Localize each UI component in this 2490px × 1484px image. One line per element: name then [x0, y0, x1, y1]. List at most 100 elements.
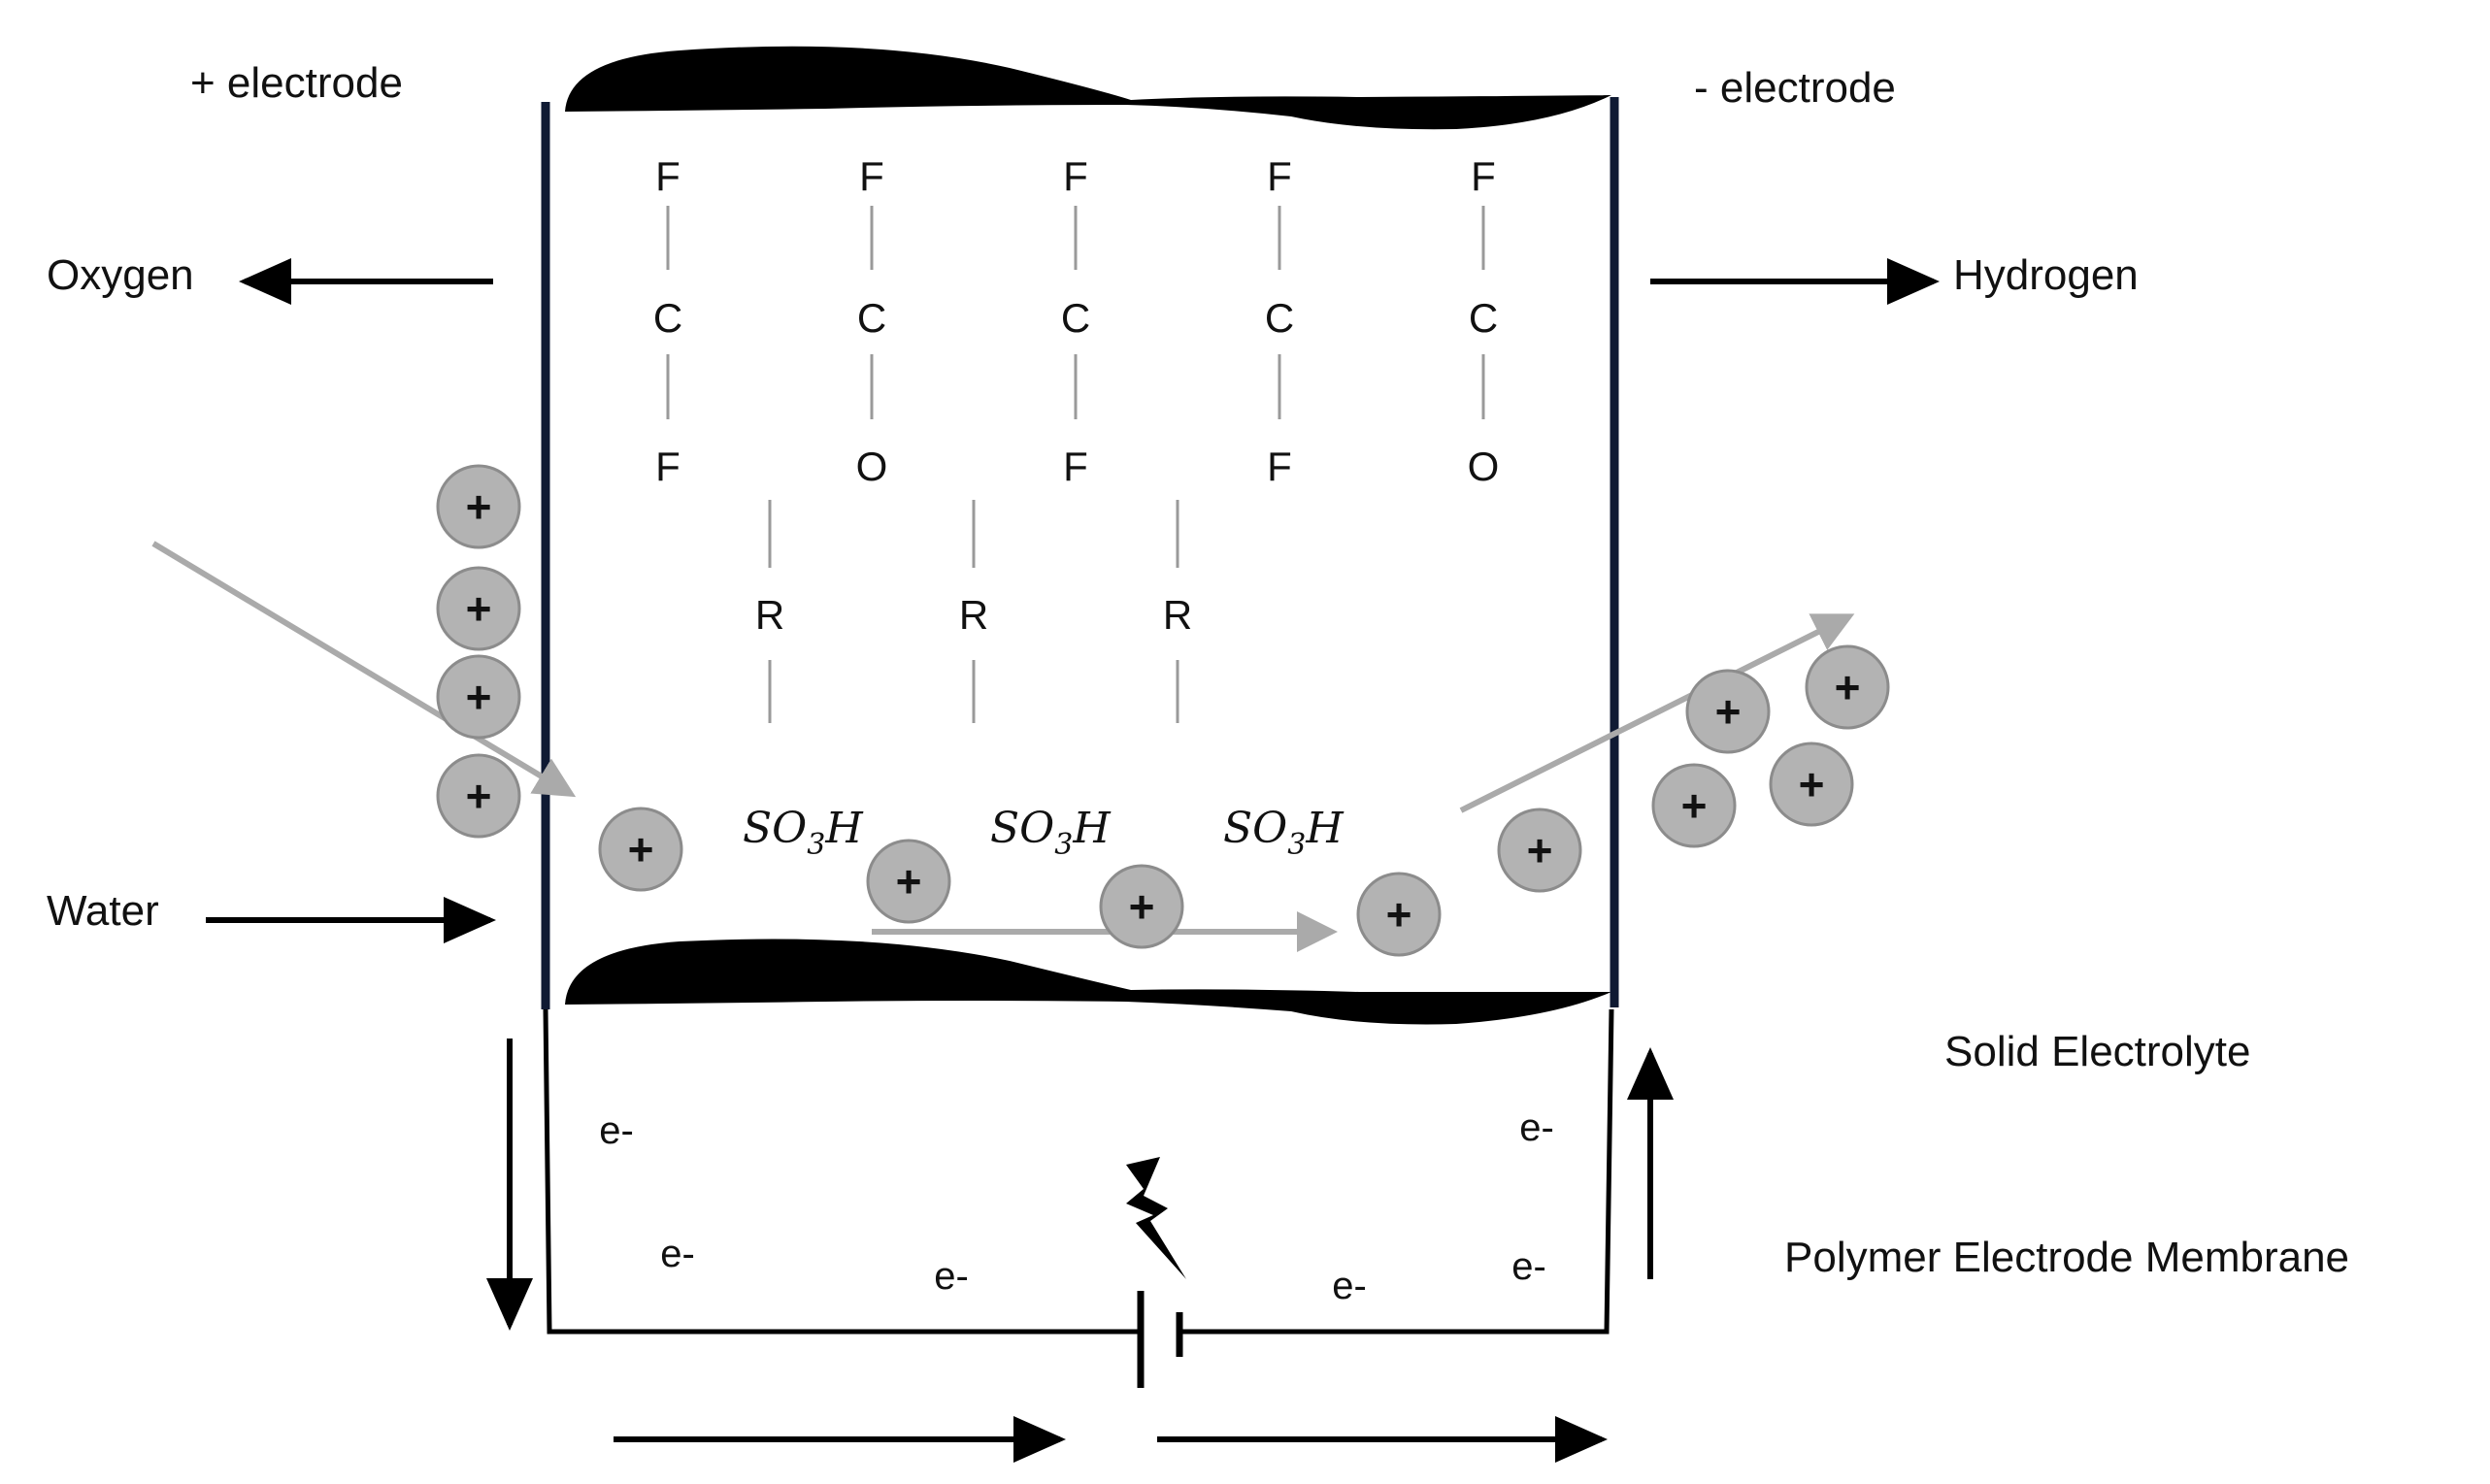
proton-sign: +: [1386, 889, 1412, 940]
polymer-backbone: F C F F C O F C F F C F F C O: [653, 153, 1500, 489]
proton-sign: +: [896, 856, 922, 907]
r-group-label: R: [1163, 592, 1192, 638]
proton-circle: [1497, 808, 1582, 893]
proton: +: [1497, 808, 1582, 893]
proton: +: [436, 566, 521, 651]
sulfonic-subscript: 3: [1054, 828, 1073, 862]
oxygen-label: Oxygen: [47, 251, 194, 299]
proton-sign: +: [466, 672, 492, 722]
polymer-column: F C O: [1468, 153, 1500, 489]
proton-sign: +: [1681, 780, 1708, 831]
sulfonic-tail: H: [824, 804, 864, 853]
side-chain: R SO3H: [959, 500, 1112, 862]
r-group-label: R: [959, 592, 988, 638]
proton: +: [866, 839, 951, 924]
r-group-label: R: [755, 592, 784, 638]
proton-sign: +: [1527, 825, 1553, 875]
proton-sign: +: [1129, 881, 1155, 932]
atom-label: C: [857, 295, 886, 341]
proton-circle: [1769, 742, 1854, 827]
sulfonic-subscript: 3: [807, 828, 825, 862]
atom-label: F: [1471, 153, 1496, 199]
atom-label: C: [1469, 295, 1498, 341]
sulfonic-acid-label: SO3H: [743, 804, 864, 862]
proton-circle: [436, 566, 521, 651]
proton-sign: +: [1835, 662, 1861, 712]
side-chain: R SO3H: [743, 500, 864, 862]
proton-sign: +: [466, 481, 492, 532]
proton-sign: +: [628, 824, 654, 874]
water-label: Water: [47, 887, 159, 935]
membrane-label: Polymer Electrode Membrane: [1784, 1234, 2349, 1281]
proton: +: [436, 464, 521, 549]
negative-electrode-label: - electrode: [1694, 64, 1896, 112]
proton-circle: [1651, 763, 1737, 848]
proton-flow-arrow-out: [1459, 613, 1855, 813]
side-chain: R SO3H: [1163, 500, 1345, 862]
external-circuit-wire: [543, 1008, 1138, 1335]
hydrogen-label: Hydrogen: [1953, 251, 2139, 299]
electron-label: e-: [934, 1255, 969, 1298]
proton-circle: [1099, 864, 1184, 949]
electron-label: e-: [1519, 1106, 1554, 1149]
electron-label: e-: [599, 1109, 634, 1152]
electron-label: e-: [660, 1233, 695, 1275]
sulfonic-base: SO: [743, 804, 807, 853]
atom-label: F: [655, 444, 681, 489]
positive-electrode-label: + electrode: [190, 59, 403, 107]
atom-label: C: [653, 295, 682, 341]
sulfonic-acid-label: SO3H: [990, 804, 1112, 862]
proton: +: [598, 807, 683, 892]
protons: +++++++++++++: [436, 464, 1890, 957]
proton: +: [1651, 763, 1737, 848]
electrons: e-e-e-e-e-e-: [599, 1106, 1554, 1307]
atom-label: C: [1061, 295, 1090, 341]
atom-label: C: [1265, 295, 1294, 341]
atom-label: F: [1063, 153, 1088, 199]
proton-circle: [1356, 872, 1442, 957]
proton: +: [1099, 864, 1184, 949]
proton: +: [436, 654, 521, 740]
atom-label: F: [655, 153, 681, 199]
atom-label: O: [856, 444, 888, 489]
atom-label: O: [1468, 444, 1500, 489]
proton-flow-arrow-in: [151, 541, 577, 798]
polymer-column: F C F: [1265, 153, 1294, 489]
proton-circle: [436, 753, 521, 839]
sulfonic-subscript: 3: [1287, 828, 1306, 862]
electron-label: e-: [1332, 1265, 1367, 1307]
sulfonic-tail: H: [1072, 804, 1112, 853]
solid-electrolyte-label: Solid Electrolyte: [1944, 1028, 2250, 1075]
proton-sign: +: [1799, 759, 1825, 809]
atom-label: F: [1267, 153, 1292, 199]
sulfonic-tail: H: [1305, 804, 1345, 853]
sulfonic-base: SO: [1223, 804, 1287, 853]
lightning-bolt-icon: [1126, 1157, 1186, 1279]
polymer-column: F C F: [653, 153, 682, 489]
sulfonic-base: SO: [990, 804, 1054, 853]
polymer-column: F C F: [1061, 153, 1090, 489]
positive-electrode-top-plate: [565, 46, 1611, 130]
proton: +: [1356, 872, 1442, 957]
proton-circle: [436, 654, 521, 740]
atom-label: F: [859, 153, 884, 199]
proton-circle: [1805, 644, 1890, 730]
proton: +: [436, 753, 521, 839]
proton-sign: +: [466, 771, 492, 821]
proton-circle: [1685, 669, 1771, 754]
proton: +: [1805, 644, 1890, 730]
proton: +: [1685, 669, 1771, 754]
proton-sign: +: [466, 583, 492, 634]
polymer-column: F C O: [856, 153, 888, 489]
proton-circle: [598, 807, 683, 892]
atom-label: F: [1063, 444, 1088, 489]
proton-circle: [436, 464, 521, 549]
negative-electrode-bottom-plate: [565, 939, 1611, 1025]
sulfonic-acid-label: SO3H: [1223, 804, 1345, 862]
atom-label: F: [1267, 444, 1292, 489]
proton: +: [1769, 742, 1854, 827]
electron-label: e-: [1511, 1245, 1546, 1288]
